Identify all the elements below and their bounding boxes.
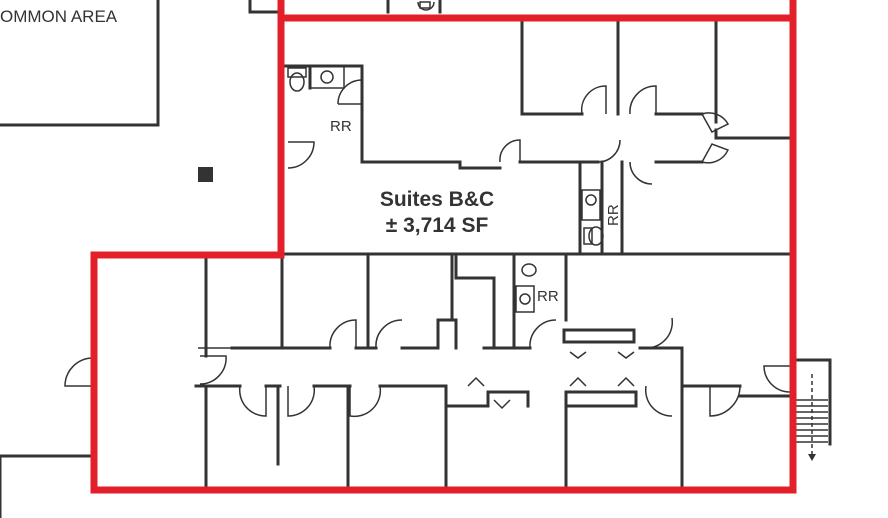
- interior-walls-lower: RR: [194, 254, 792, 490]
- common-area-label: OMMON AREA: [0, 7, 118, 26]
- column-marker: [198, 167, 213, 182]
- upper-neighbor-walls: [248, 0, 442, 14]
- interior-walls-upper: RR RR: [280, 18, 792, 254]
- common-area: OMMON AREA: [0, 0, 160, 127]
- suite-label: Suites B&C ± 3,714 SF: [380, 188, 494, 237]
- suite-name: Suites B&C: [380, 188, 494, 211]
- exterior-stairs: [794, 358, 832, 461]
- rr-label-top: RR: [330, 118, 352, 135]
- rr-label-lower: RR: [537, 288, 559, 305]
- suite-area: ± 3,714 SF: [386, 214, 489, 237]
- rr-label-middle: RR: [605, 204, 622, 226]
- exterior-left-walls: [0, 357, 95, 518]
